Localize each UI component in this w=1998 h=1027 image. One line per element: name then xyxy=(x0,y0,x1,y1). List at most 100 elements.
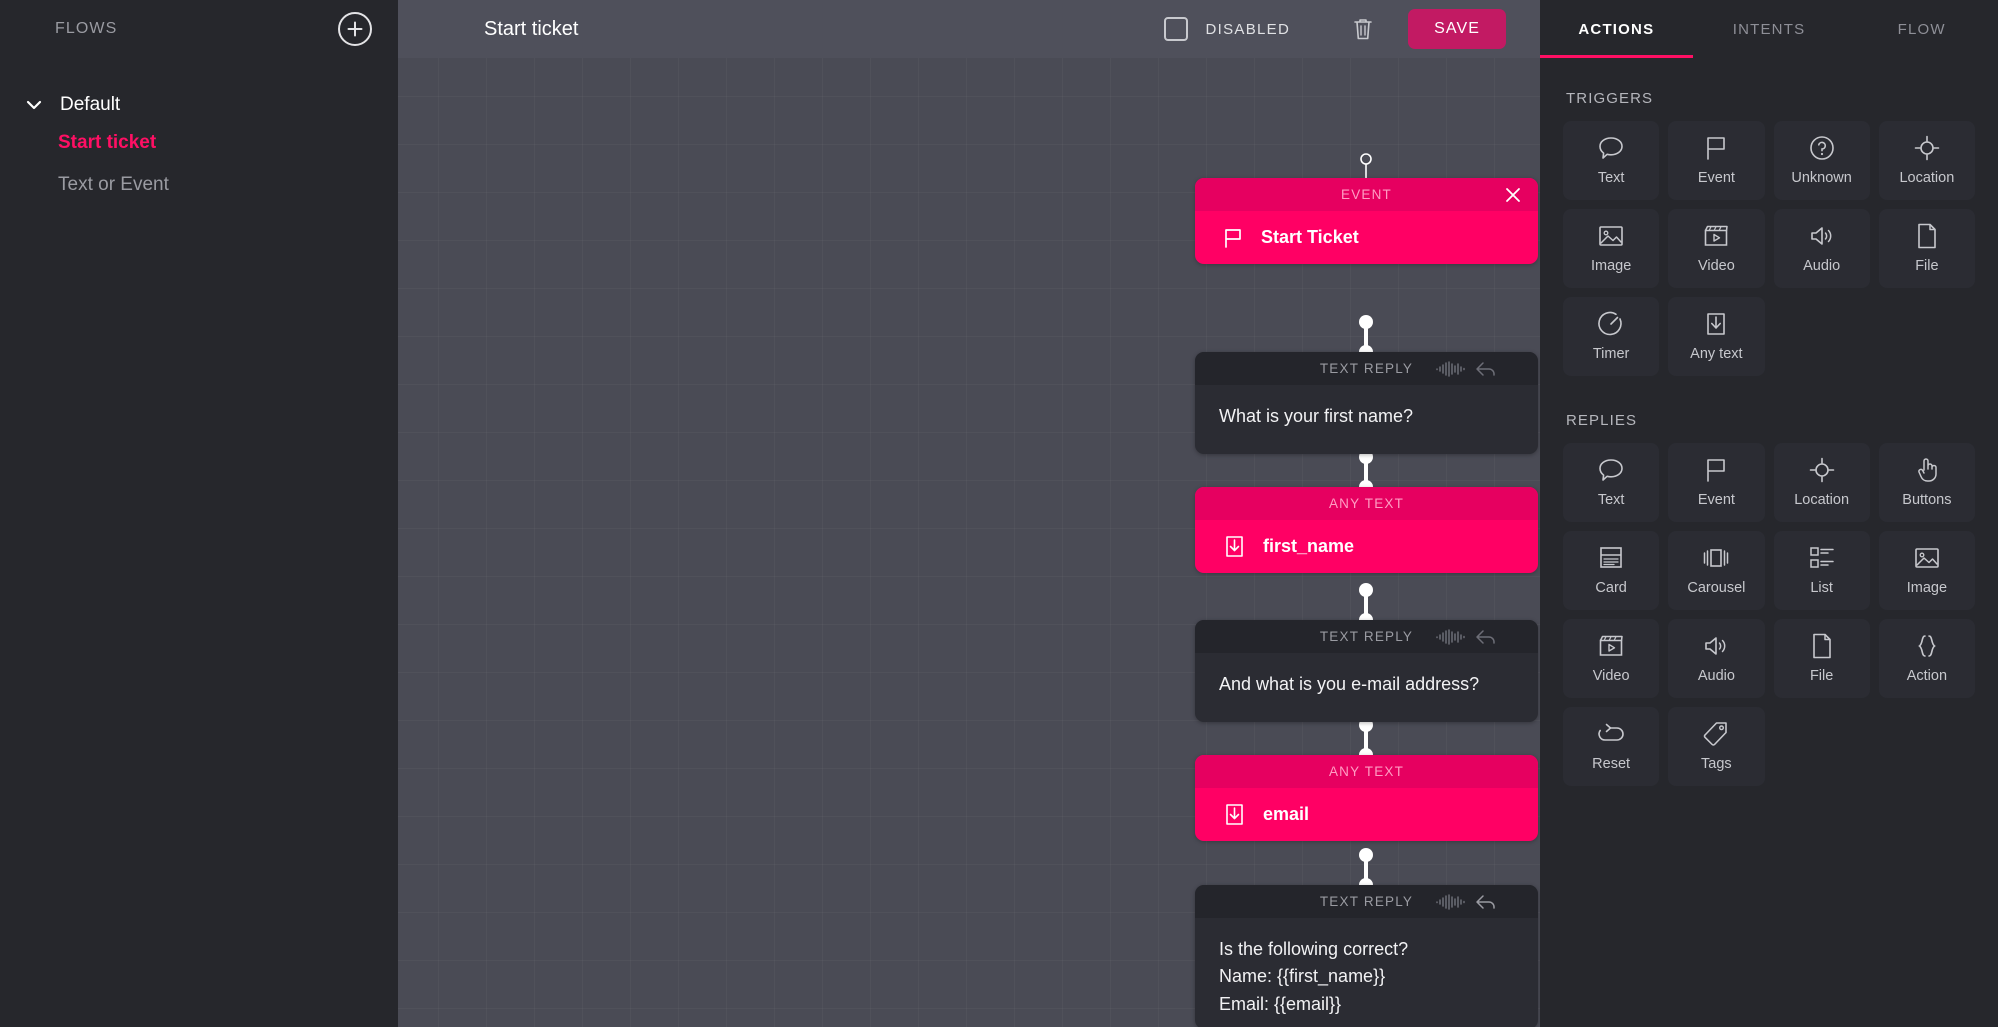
palette-label: Tags xyxy=(1701,756,1732,772)
palette-reply-list[interactable]: List xyxy=(1773,531,1870,610)
node-type-label: ANY TEXT xyxy=(1328,764,1405,779)
waveform-icon[interactable] xyxy=(1436,360,1466,377)
palette-reply-event[interactable]: Event xyxy=(1668,443,1765,522)
palette-reply-file[interactable]: File xyxy=(1773,619,1870,698)
node-text: Start Ticket xyxy=(1261,226,1359,247)
flow-canvas[interactable]: EVENT Start Ticket xyxy=(398,58,1540,1027)
connector-dot xyxy=(1359,315,1373,329)
node-text: email xyxy=(1263,803,1310,824)
plus-icon xyxy=(347,21,363,37)
flow-item-label: Text or Event xyxy=(58,174,169,195)
palette-trigger-audio[interactable]: Audio xyxy=(1773,209,1870,288)
palette-label: Carousel xyxy=(1687,580,1746,596)
image-icon xyxy=(1914,545,1940,571)
reset-loop-icon xyxy=(1597,721,1625,747)
palette-trigger-unknown[interactable]: Unknown xyxy=(1773,121,1870,200)
crosshair-icon xyxy=(1914,135,1940,161)
timer-icon xyxy=(1598,311,1624,337)
flow-item-label: Start ticket xyxy=(58,132,157,153)
palette-reply-card[interactable]: Card xyxy=(1563,531,1660,610)
tab-flow[interactable]: FLOW xyxy=(1845,0,1998,58)
palette-reply-audio[interactable]: Audio xyxy=(1668,619,1765,698)
sidebar-item-start-ticket[interactable]: Start ticket xyxy=(0,122,398,164)
flow-node-text-reply-email[interactable]: TEXT REPLY xyxy=(1195,620,1538,722)
speech-bubble-icon xyxy=(1598,135,1624,161)
palette-label: Audio xyxy=(1697,668,1735,684)
disabled-checkbox[interactable]: DISABLED xyxy=(1164,17,1290,41)
palette-label: Buttons xyxy=(1902,492,1952,508)
palette-reply-location[interactable]: Location xyxy=(1773,443,1870,522)
palette-reply-carousel[interactable]: Carousel xyxy=(1668,531,1765,610)
section-title-triggers: TRIGGERS xyxy=(1566,90,1654,107)
node-type-label: TEXT REPLY xyxy=(1319,894,1414,909)
flow-group-toggle[interactable]: Default xyxy=(0,88,398,122)
speaker-icon xyxy=(1703,633,1729,659)
node-connector xyxy=(1364,589,1368,620)
flow-node-text-reply-confirm[interactable]: TEXT REPLY xyxy=(1195,885,1538,1027)
panel-content: TRIGGERS Text Event xyxy=(1540,58,1998,786)
chevron-down-icon xyxy=(22,100,46,110)
sidebar-item-text-or-event[interactable]: Text or Event xyxy=(0,164,398,206)
palette-trigger-file[interactable]: File xyxy=(1878,209,1975,288)
palette-label: Event xyxy=(1697,492,1735,508)
editor-toolbar: Start ticket DISABLED SAVE xyxy=(398,0,1540,58)
palette-reply-video[interactable]: Video xyxy=(1563,619,1660,698)
node-body: Start Ticket xyxy=(1195,211,1538,264)
palette-trigger-video[interactable]: Video xyxy=(1668,209,1765,288)
node-header-icons xyxy=(1436,360,1496,377)
tab-actions[interactable]: ACTIONS xyxy=(1540,0,1693,58)
flow-node-text-reply-first-name[interactable]: TEXT REPLY xyxy=(1195,352,1538,454)
palette-label: Event xyxy=(1697,170,1735,186)
list-icon xyxy=(1809,545,1835,571)
connector-dot xyxy=(1359,848,1373,862)
flow-node-event-start-ticket[interactable]: EVENT Start Ticket xyxy=(1195,178,1538,264)
palette-reply-action[interactable]: Action xyxy=(1878,619,1975,698)
reply-arrow-icon[interactable] xyxy=(1476,361,1496,377)
card-icon xyxy=(1598,545,1624,571)
tab-label: FLOW xyxy=(1897,20,1946,38)
sidebar-title: FLOWS xyxy=(55,20,118,37)
node-body: And what is you e-mail address? xyxy=(1195,653,1538,722)
waveform-icon[interactable] xyxy=(1436,628,1466,645)
node-text: first_name xyxy=(1263,535,1355,556)
tab-intents[interactable]: INTENTS xyxy=(1693,0,1846,58)
tab-label: ACTIONS xyxy=(1578,20,1655,38)
node-header: TEXT REPLY xyxy=(1195,352,1538,385)
node-header: TEXT REPLY xyxy=(1195,885,1538,918)
save-button[interactable]: SAVE xyxy=(1408,9,1506,49)
reply-arrow-icon[interactable] xyxy=(1476,629,1496,645)
palette-reply-tags[interactable]: Tags xyxy=(1668,707,1765,786)
carousel-icon xyxy=(1702,545,1730,571)
node-header-icons xyxy=(1436,893,1496,910)
node-type-label: TEXT REPLY xyxy=(1319,361,1414,376)
palette-trigger-event[interactable]: Event xyxy=(1668,121,1765,200)
video-clapper-icon xyxy=(1703,223,1729,249)
palette-trigger-image[interactable]: Image xyxy=(1563,209,1660,288)
palette-label: Unknown xyxy=(1791,170,1852,186)
tag-icon xyxy=(1703,721,1729,747)
image-icon xyxy=(1598,223,1624,249)
palette-trigger-location[interactable]: Location xyxy=(1878,121,1975,200)
palette-reply-image[interactable]: Image xyxy=(1878,531,1975,610)
delete-button[interactable] xyxy=(1348,14,1378,44)
any-text-icon xyxy=(1705,311,1727,337)
palette-label: Audio xyxy=(1803,258,1841,274)
section-title-replies: REPLIES xyxy=(1566,412,1638,429)
waveform-icon[interactable] xyxy=(1436,893,1466,910)
palette-trigger-timer[interactable]: Timer xyxy=(1563,297,1660,376)
flow-node-any-text-first-name[interactable]: ANY TEXT first_name xyxy=(1195,487,1538,573)
section-spacer xyxy=(1563,376,1975,404)
palette-reply-reset[interactable]: Reset xyxy=(1563,707,1660,786)
video-clapper-icon xyxy=(1598,633,1624,659)
node-text: Is the following correct? Name: {{first_… xyxy=(1219,939,1409,1014)
reply-arrow-icon[interactable] xyxy=(1476,894,1496,910)
palette-trigger-text[interactable]: Text xyxy=(1563,121,1660,200)
palette-reply-text[interactable]: Text xyxy=(1563,443,1660,522)
add-flow-button[interactable] xyxy=(338,12,372,46)
flow-node-any-text-email[interactable]: ANY TEXT email xyxy=(1195,755,1538,841)
palette-label: Any text xyxy=(1690,346,1743,362)
palette-label: Card xyxy=(1595,580,1627,596)
palette-reply-buttons[interactable]: Buttons xyxy=(1878,443,1975,522)
palette-trigger-any-text[interactable]: Any text xyxy=(1668,297,1765,376)
close-icon[interactable] xyxy=(1504,186,1522,204)
